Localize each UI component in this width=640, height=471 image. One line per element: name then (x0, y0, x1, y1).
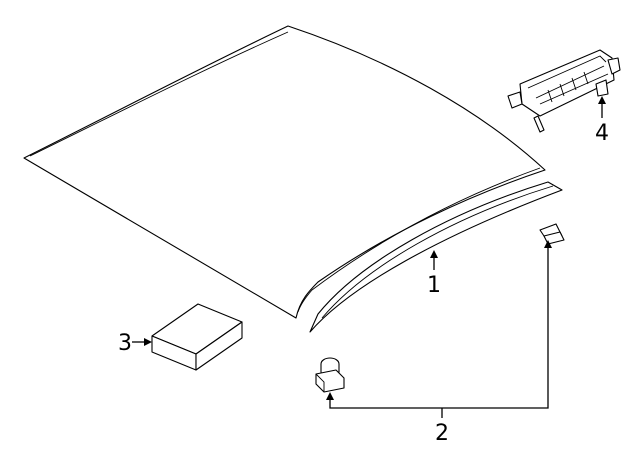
callout-1: 1 (427, 273, 441, 298)
sealant-pad (151, 303, 243, 371)
callout-leaders (132, 96, 606, 418)
roof-molding (309, 181, 563, 333)
callout-2: 2 (435, 421, 449, 446)
clip-left (315, 357, 345, 393)
callout-3: 3 (118, 331, 132, 356)
callout-4: 4 (595, 121, 609, 146)
clip-right (539, 223, 565, 245)
molding-bracket (507, 49, 621, 133)
roof-panel (23, 25, 546, 319)
